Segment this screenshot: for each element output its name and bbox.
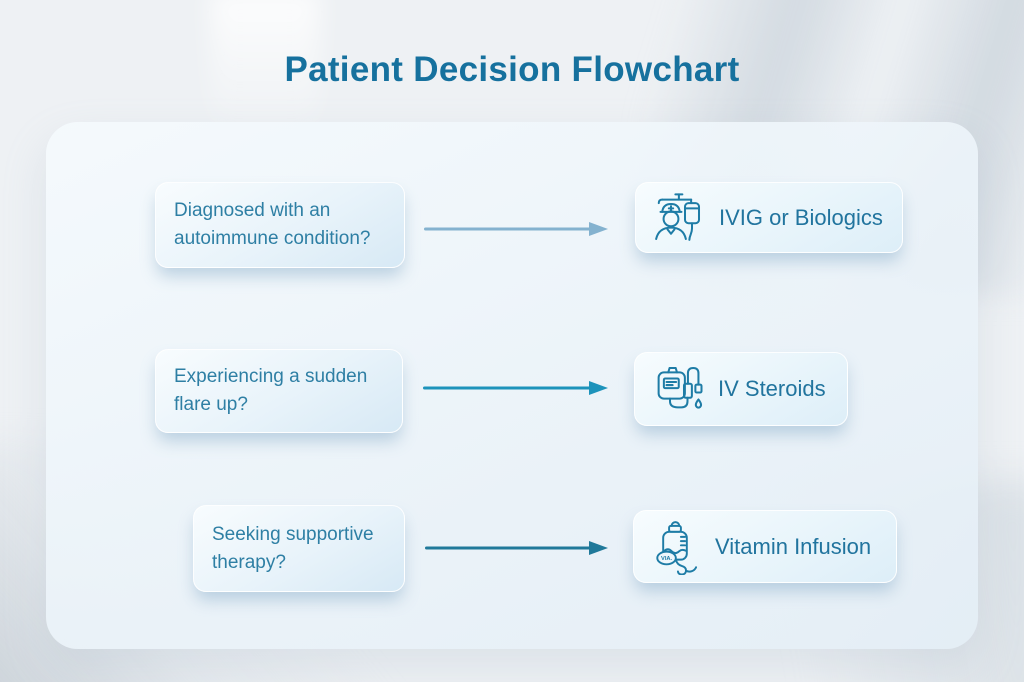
arrow-shaft xyxy=(425,546,592,550)
arrow-head xyxy=(589,222,608,236)
iv-bag-icon xyxy=(657,366,703,409)
iv-bottle-infusion-icon: VIA. xyxy=(656,520,698,575)
flow-arrow-icon xyxy=(423,381,608,395)
flow-arrow-icon xyxy=(425,541,608,555)
answer-label: Vitamin Infusion xyxy=(715,533,872,559)
page-title: Patient Decision Flowchart xyxy=(284,50,740,89)
arrow-shaft xyxy=(423,386,592,390)
flow-arrow-icon xyxy=(424,222,608,236)
arrow-head xyxy=(589,541,608,555)
nurse-iv-icon xyxy=(655,192,701,241)
question-box: Diagnosed with an autoimmune condition? xyxy=(155,182,405,268)
arrow-shaft xyxy=(424,227,592,231)
answer-label: IV Steroids xyxy=(718,376,826,401)
via-badge-text: VIA. xyxy=(661,556,673,562)
answer-box: IVIG or Biologics xyxy=(635,182,903,253)
question-box: Seeking supportive therapy? xyxy=(193,505,405,592)
question-box: Experiencing a sudden flare up? xyxy=(155,349,403,433)
answer-box: IV Steroids xyxy=(634,352,848,426)
question-text: Experiencing a sudden flare up? xyxy=(174,366,368,415)
answer-box: VIA. Vitamin Infusion xyxy=(633,510,897,583)
flowchart-panel: Diagnosed with an autoimmune condition? xyxy=(46,122,978,649)
question-text: Diagnosed with an autoimmune condition? xyxy=(174,200,371,249)
answer-label: IVIG or Biologics xyxy=(719,204,883,230)
arrow-head xyxy=(589,381,608,395)
question-text: Seeking supportive therapy? xyxy=(212,523,374,573)
